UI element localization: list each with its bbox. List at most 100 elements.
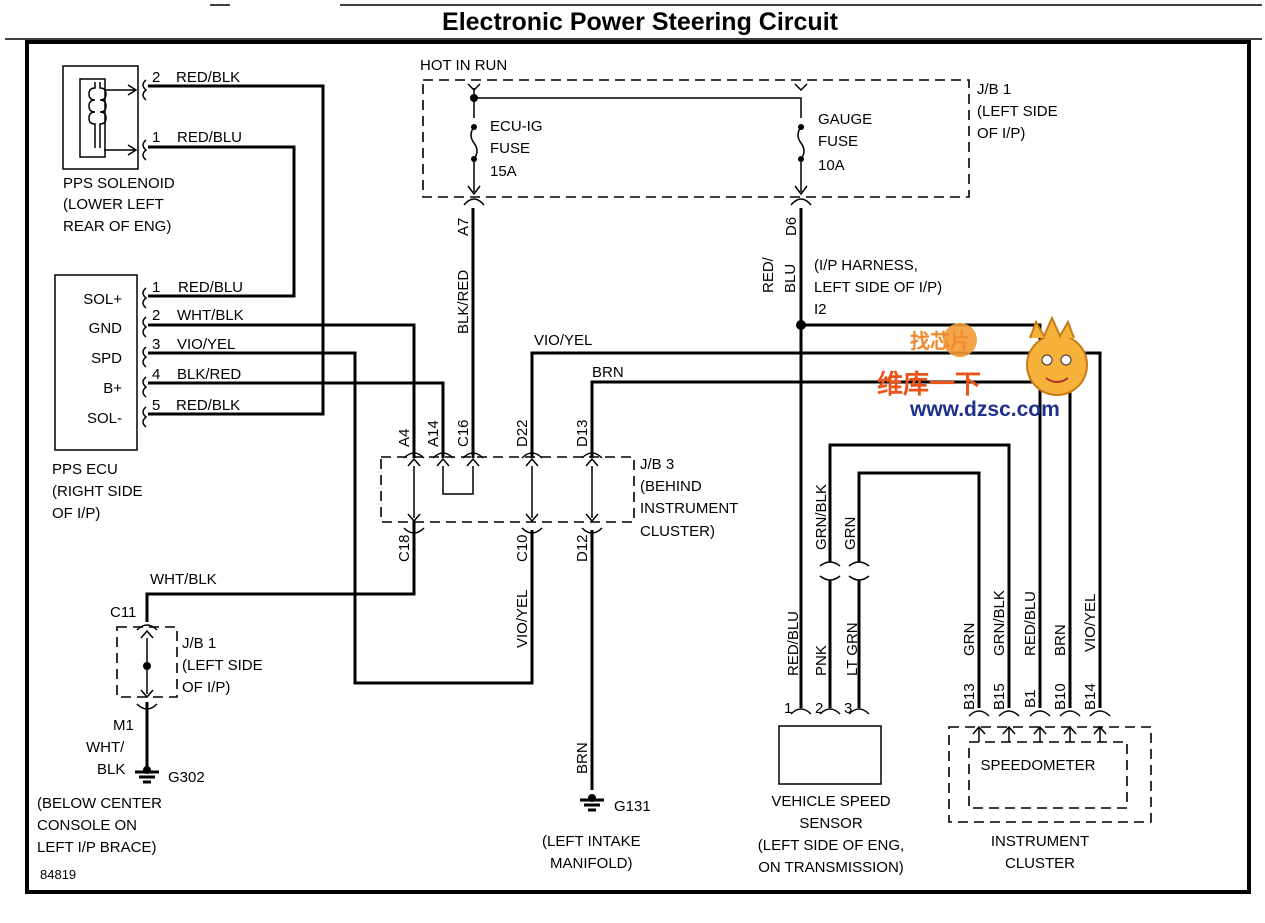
ground-g302-label: G302 xyxy=(168,769,205,786)
wire-blk-label: BLK xyxy=(97,761,125,778)
jb3-box xyxy=(380,456,635,523)
jb1-top-loc-2: OF I/P) xyxy=(977,125,1025,142)
ecu-label-gnd: GND xyxy=(89,320,123,337)
jb3-connectors xyxy=(403,452,603,534)
vss-line-3: (LEFT SIDE OF ENG, xyxy=(758,837,904,854)
solenoid-wire-red-blk: RED/BLK xyxy=(176,69,240,86)
jb1-lower-name: J/B 1 xyxy=(182,635,216,652)
vss-inline-connectors xyxy=(819,561,870,581)
wire-wht-blk-lower: WHT/BLK xyxy=(150,571,217,588)
jb3-pin-d22: D22 xyxy=(514,419,531,447)
cl-wire-brn: BRN xyxy=(1052,624,1069,656)
watermark-logo: 找芯片 xyxy=(910,315,1088,396)
ecu-wire-red-blu: RED/BLU xyxy=(178,279,243,296)
watermark-url: www.dzsc.com xyxy=(909,398,1060,421)
ecu-pins xyxy=(142,287,148,428)
ground-g302-symbol xyxy=(135,766,159,784)
cl-wire-grn-blk: GRN/BLK xyxy=(991,590,1008,656)
jb1-lower-loc-2: OF I/P) xyxy=(182,679,230,696)
ecu-pin-1: 1 xyxy=(152,279,160,296)
jb3-pin-a14: A14 xyxy=(425,420,442,447)
jb1-top-box xyxy=(422,79,970,198)
wire-lt-grn: LT GRN xyxy=(844,622,861,676)
speedometer-label: SPEEDOMETER xyxy=(980,757,1095,774)
watermark-logo-text: 找芯片 xyxy=(910,329,970,353)
wire-blu-label: BLU xyxy=(782,264,799,293)
fuse1-line-1: ECU-IG xyxy=(490,118,543,135)
ecu-loc-2: OF I/P) xyxy=(52,505,100,522)
jb1-lower-loc-1: (LEFT SIDE xyxy=(182,657,263,674)
jb1-lower-pin-m1: M1 xyxy=(113,717,134,734)
fuse2-line-1: GAUGE xyxy=(818,111,872,128)
ecu-loc-1: (RIGHT SIDE xyxy=(52,483,143,500)
cl-pin-b1: B1 xyxy=(1022,690,1039,708)
fuse2-line-3: 10A xyxy=(818,157,845,174)
jb3-loc-3: CLUSTER) xyxy=(640,523,715,540)
ecu-pin-3: 3 xyxy=(152,336,160,353)
wire-pnk: PNK xyxy=(813,645,830,676)
jb1-lower-pin-c11: C11 xyxy=(110,604,136,621)
vss-pin-3: 3 xyxy=(844,700,852,717)
ecu-labels: SOL+ GND SPD B+ SOL- xyxy=(83,291,122,427)
page-frame xyxy=(5,4,1262,894)
jb3-pin-d13: D13 xyxy=(574,419,591,447)
watermark-brand: 维库一下 xyxy=(877,369,981,399)
vss-line-4: ON TRANSMISSION) xyxy=(758,859,904,876)
pin-a7: A7 xyxy=(455,218,472,236)
fuse1-line-3: 15A xyxy=(490,163,517,180)
ecu-label-sol-minus: SOL- xyxy=(87,410,122,427)
ecu-wire-blk-red: BLK/RED xyxy=(177,366,241,383)
solenoid-name: PPS SOLENOID xyxy=(63,175,175,192)
diagram-title: Electronic Power Steering Circuit xyxy=(442,8,839,36)
jb3-name: J/B 3 xyxy=(640,456,674,473)
ground-g131-symbol xyxy=(580,794,604,812)
wire-grn-vss: GRN xyxy=(842,517,859,550)
jb3-loc-2: INSTRUMENT xyxy=(640,500,738,517)
jb3-pin-a4: A4 xyxy=(396,429,413,447)
pps-ecu-box xyxy=(54,274,138,451)
ecu-wire-vio-yel: VIO/YEL xyxy=(177,336,235,353)
fuse2-line-2: FUSE xyxy=(818,133,858,150)
vss-box xyxy=(778,725,882,785)
solenoid-loc-2: REAR OF ENG) xyxy=(63,218,171,235)
wire-brn-mid: BRN xyxy=(574,742,591,774)
ground-g131-label: G131 xyxy=(614,798,651,815)
cl-wire-red-blu: RED/BLU xyxy=(1022,591,1039,656)
cluster-outer-box xyxy=(948,726,1152,823)
ecu-pin-5: 5 xyxy=(152,397,160,414)
harness-splice: I2 xyxy=(814,301,827,318)
vss-line-2: SENSOR xyxy=(799,815,863,832)
ecu-pin-2: 2 xyxy=(152,307,160,324)
jb3-loc-1: (BEHIND xyxy=(640,478,702,495)
ecu-wire-wht-blk: WHT/BLK xyxy=(177,307,244,324)
cluster-line-2: CLUSTER xyxy=(1005,855,1075,872)
ecu-name: PPS ECU xyxy=(52,461,118,478)
g302-loc-2: CONSOLE ON xyxy=(37,817,137,834)
jb1-top-name: J/B 1 xyxy=(977,81,1011,98)
pin-d6: D6 xyxy=(783,217,800,236)
ecu-wire-red-blk: RED/BLK xyxy=(176,397,240,414)
jb3-pin-c16: C16 xyxy=(455,419,472,447)
cluster-line-1: INSTRUMENT xyxy=(991,833,1089,850)
ecu-label-sol-plus: SOL+ xyxy=(83,291,122,308)
vss-line-1: VEHICLE SPEED xyxy=(771,793,890,810)
g302-loc-1: (BELOW CENTER xyxy=(37,795,162,812)
solenoid-pin-1: 1 xyxy=(152,129,160,146)
wire-blk-red-label: BLK/RED xyxy=(455,270,472,334)
cl-wire-grn: GRN xyxy=(961,623,978,656)
cl-wire-vio-yel: VIO/YEL xyxy=(1082,594,1099,652)
fuse1-line-2: FUSE xyxy=(490,140,530,157)
jb1-lower-connectors xyxy=(136,624,158,710)
wiring xyxy=(145,84,1102,790)
harness-line-1: (I/P HARNESS, xyxy=(814,257,918,274)
ecu-pin-4: 4 xyxy=(152,366,160,383)
jb3-pin-d12: D12 xyxy=(574,534,591,562)
speedometer-box xyxy=(968,741,1128,809)
g131-loc-2: MANIFOLD) xyxy=(550,855,633,872)
wire-vio-yel-top: VIO/YEL xyxy=(534,332,592,349)
g302-loc-3: LEFT I/P BRACE) xyxy=(37,839,156,856)
g131-loc-1: (LEFT INTAKE xyxy=(542,833,641,850)
vss-pin-1: 1 xyxy=(784,700,792,717)
jb3-pin-c18: C18 xyxy=(396,534,413,562)
